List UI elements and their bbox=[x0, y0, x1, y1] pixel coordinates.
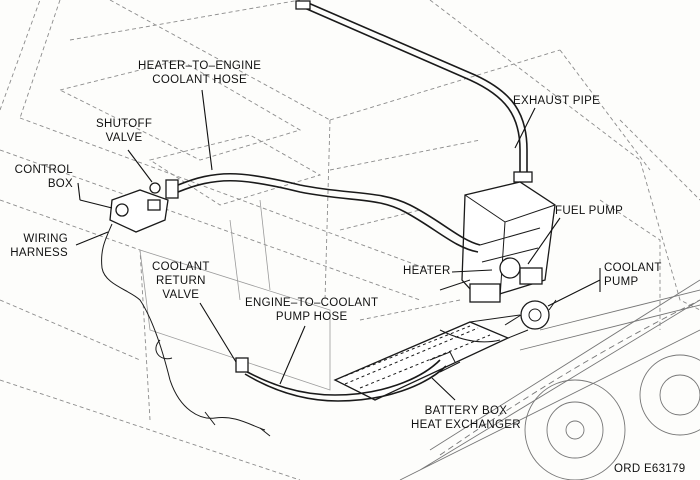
shutoff-valve bbox=[149, 179, 179, 199]
wiring-harness-label-line1: WIRING bbox=[23, 233, 68, 245]
coolant-return-valve-label-line3: VALVE bbox=[162, 289, 200, 301]
battery-box-heat-exchanger-label-line2: HEAT EXCHANGER bbox=[411, 419, 521, 431]
coolant-pump-label: COOLANT PUMP bbox=[604, 261, 662, 289]
engine-to-coolant-hose-label: ENGINE–TO–COOLANT PUMP HOSE bbox=[245, 296, 378, 324]
wiring-harness-label: WIRING HARNESS bbox=[8, 232, 68, 260]
coolant-return-valve-label: COOLANT RETURN VALVE bbox=[152, 260, 210, 302]
figure-reference: ORD E63179 bbox=[614, 462, 685, 476]
coolant-pump-label-line2: PUMP bbox=[604, 276, 639, 288]
heater-label: HEATER bbox=[403, 264, 451, 278]
control-box bbox=[109, 189, 169, 233]
shutoff-valve-label: SHUTOFF VALVE bbox=[96, 117, 152, 145]
battery-box-heat-exchanger-label-line1: BATTERY BOX bbox=[424, 405, 508, 417]
coolant-return-valve-label-line2: RETURN bbox=[155, 275, 206, 287]
exhaust-pipe bbox=[295, 0, 533, 183]
control-box-label: CONTROL BOX bbox=[13, 163, 73, 191]
track-and-wheels bbox=[399, 279, 700, 480]
exhaust-pipe-label-text: EXHAUST PIPE bbox=[513, 95, 601, 107]
fuel-pump-label: FUEL PUMP bbox=[555, 204, 623, 218]
coolant-pump-label-line1: COOLANT bbox=[604, 262, 662, 274]
shutoff-valve-label-line1: SHUTOFF bbox=[96, 118, 153, 130]
hoses-and-lines bbox=[101, 172, 501, 437]
wiring-harness-label-line2: HARNESS bbox=[10, 247, 68, 259]
battery-box-heat-exchanger bbox=[333, 314, 529, 401]
heater-to-engine-hose-label-line2: COOLANT HOSE bbox=[152, 74, 248, 86]
heater-to-engine-hose-label-line1: HEATER–TO–ENGINE bbox=[138, 60, 262, 72]
battery-box-heat-exchanger-label: BATTERY BOX HEAT EXCHANGER bbox=[411, 404, 521, 432]
shutoff-valve-label-line2: VALVE bbox=[105, 132, 143, 144]
coolant-return-valve-label-line1: COOLANT bbox=[152, 261, 210, 273]
heater-to-engine-hose-label: HEATER–TO–ENGINE COOLANT HOSE bbox=[138, 59, 261, 87]
leader-lines bbox=[75, 89, 601, 401]
heater-unit bbox=[461, 181, 556, 303]
control-box-label-line1: CONTROL bbox=[14, 164, 73, 176]
fuel-pump-label-text: FUEL PUMP bbox=[555, 205, 624, 217]
engine-to-coolant-hose-label-line1: ENGINE–TO–COOLANT bbox=[245, 297, 379, 309]
heater-label-text: HEATER bbox=[403, 265, 451, 277]
engine-to-coolant-hose-label-line2: PUMP HOSE bbox=[275, 311, 348, 323]
exhaust-pipe-label: EXHAUST PIPE bbox=[513, 94, 600, 108]
figure-reference-text: ORD E63179 bbox=[614, 463, 686, 475]
coolant-pump bbox=[504, 299, 557, 330]
control-box-label-line2: BOX bbox=[47, 178, 73, 190]
